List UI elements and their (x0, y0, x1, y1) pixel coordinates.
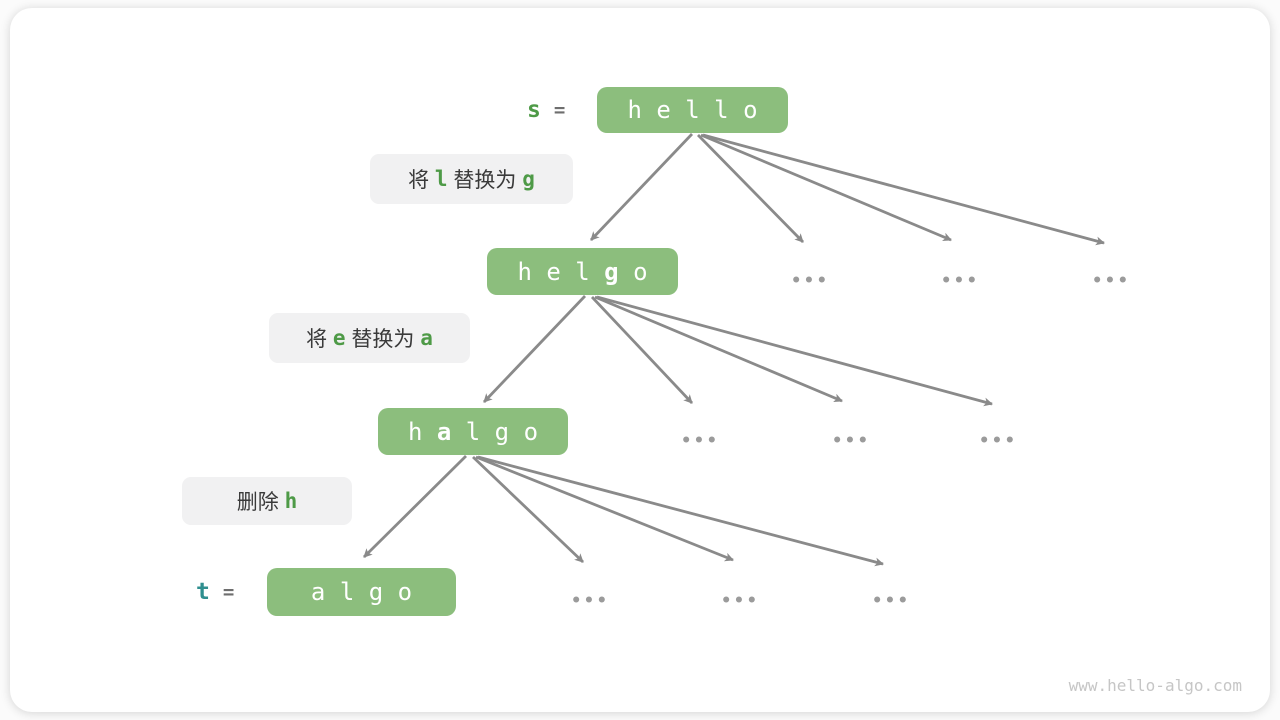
equals-sign: = (553, 99, 566, 121)
var-s: s (527, 97, 541, 123)
ellipsis: ••• (790, 271, 830, 291)
var-t: t (196, 579, 210, 605)
ellipsis: ••• (871, 591, 911, 611)
ellipsis: ••• (680, 431, 720, 451)
op-label-replace-e-a: 将 e 替换为 a (269, 313, 470, 363)
node-hello: h e l l o (597, 87, 788, 133)
node-helgo: h e l g o (487, 248, 678, 295)
ellipsis: ••• (1091, 271, 1131, 291)
var-s-group: s = (527, 87, 565, 133)
var-t-group: t = (196, 568, 234, 616)
ellipsis: ••• (978, 431, 1018, 451)
op-label-delete-h: 删除 h (182, 477, 352, 525)
node-algo-text: a l g o (310, 578, 413, 606)
equals-sign: = (222, 581, 235, 603)
watermark: www.hello-algo.com (1068, 676, 1242, 695)
node-halgo-text: h (407, 417, 437, 446)
ellipsis: ••• (940, 271, 980, 291)
op-label-replace-l-g: 将 l 替换为 g (370, 154, 573, 204)
ellipsis: ••• (720, 591, 760, 611)
node-hello-text: h e l l o (627, 96, 758, 124)
node-helgo-text: h e l (517, 257, 605, 286)
node-algo: a l g o (267, 568, 456, 616)
node-halgo: h a l g o (378, 408, 568, 455)
ellipsis: ••• (570, 591, 610, 611)
ellipsis: ••• (831, 431, 871, 451)
